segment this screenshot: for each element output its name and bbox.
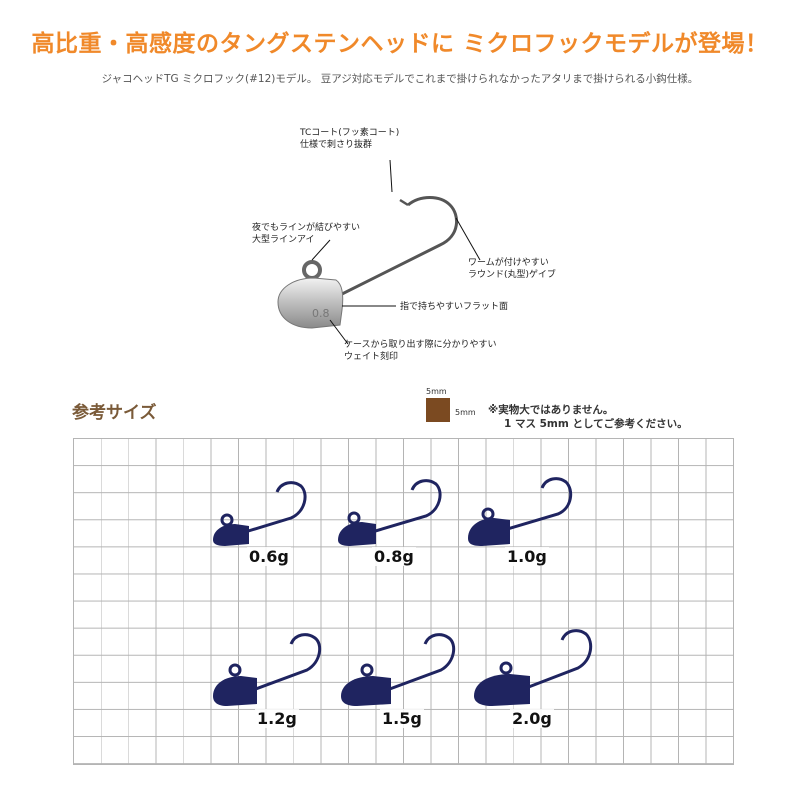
weight-label-1-5g: 1.5g xyxy=(380,709,424,728)
jig-silhouette-1-2g xyxy=(213,633,322,706)
jig-silhouette-1-5g xyxy=(341,633,456,706)
callout-flat-face: 指で持ちやすいフラット面 xyxy=(400,302,509,312)
jighead-diagram: 0.8 xyxy=(277,159,481,345)
scale-note: ※実物大ではありません。 1 マス 5mm としてご参考ください。 xyxy=(488,404,688,430)
weight-label-0-8g: 0.8g xyxy=(372,547,416,566)
hook-barb xyxy=(399,198,409,207)
hook-wire xyxy=(329,196,459,302)
scale-top-label: 5mm xyxy=(426,387,447,396)
scale-swatch xyxy=(426,398,450,422)
reference-size-title: 参考サイズ xyxy=(72,403,157,423)
tungsten-head xyxy=(277,277,344,329)
headline: 高比重・高感度のタングステンヘッドに ミクロフックモデルが登場！ xyxy=(31,31,769,57)
jig-silhouette-0-8g xyxy=(338,479,442,546)
leader-weight xyxy=(329,319,349,345)
weight-label-2-0g: 2.0g xyxy=(510,709,554,728)
subheadline: ジャコヘッドTG ミクロフック(#12)モデル。 豆アジ対応モデルでこれまで掛け… xyxy=(101,73,699,85)
callout-weight-marking: ケースから取り出す際に分かりやすい ウェイト刻印 xyxy=(344,340,497,362)
jig-silhouette-1-0g xyxy=(468,477,573,546)
line-eye xyxy=(302,260,322,280)
jig-silhouette-0-6g xyxy=(213,481,307,546)
leader-coat xyxy=(389,159,393,193)
callout-tc-coat: TCコート(フッ素コート) 仕様で刺さり抜群 xyxy=(300,128,400,150)
leader-gape xyxy=(455,217,481,261)
weight-label-0-6g: 0.6g xyxy=(247,547,291,566)
head-weight-marking: 0.8 xyxy=(312,307,330,320)
jig-silhouette-2-0g xyxy=(474,629,593,706)
callout-round-gape: ワームが付けやすい ラウンド(丸型)ゲイブ xyxy=(468,258,556,280)
leader-eye xyxy=(311,239,331,261)
weight-label-1-2g: 1.2g xyxy=(255,709,299,728)
callout-line-eye: 夜でもラインが結びやすい 大型ラインアイ xyxy=(252,223,361,245)
weight-label-1-0g: 1.0g xyxy=(505,547,549,566)
scale-side-label: 5mm xyxy=(455,408,476,417)
